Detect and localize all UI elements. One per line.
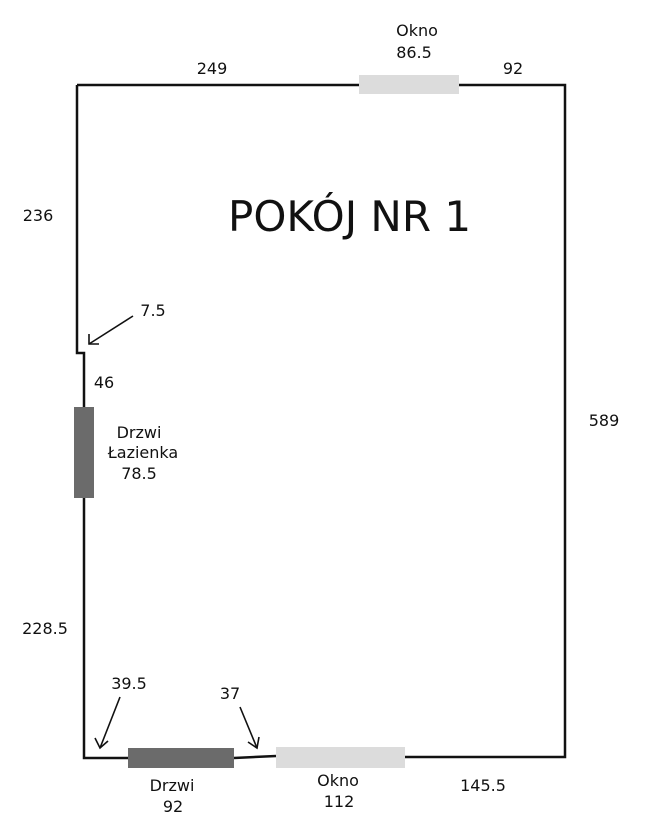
top-window-width: 86.5	[396, 43, 432, 62]
top-window	[359, 75, 459, 94]
room-outline-wall	[75, 85, 86, 408]
bottom-window-name: Okno	[317, 771, 359, 790]
entrance-door	[128, 748, 234, 768]
bathroom-door	[74, 407, 94, 498]
bathroom-door-width: 78.5	[121, 464, 157, 483]
top-left-length: 249	[197, 59, 228, 78]
bathroom-door-label-line2: Łazienka	[107, 443, 178, 462]
left-lower-wall	[82, 497, 129, 760]
bottom-wall-between	[233, 754, 277, 760]
bottom-right-length: 145.5	[460, 776, 506, 795]
arrow-corner-gap	[94, 696, 121, 750]
entrance-door-width: 92	[163, 797, 183, 816]
top-right-length: 92	[503, 59, 523, 78]
segment-above-door-length: 46	[94, 373, 114, 392]
arrow-gap-between	[239, 706, 260, 750]
arrow-step-offset	[88, 315, 134, 345]
left-lower-length: 228.5	[22, 619, 68, 638]
step-offset-length: 7.5	[140, 301, 165, 320]
top-window-name: Okno	[396, 21, 438, 40]
left-upper-length: 236	[23, 206, 54, 225]
gap-between-length: 37	[220, 684, 240, 703]
room-title: POKÓJ NR 1	[228, 191, 471, 241]
corner-gap-length: 39.5	[111, 674, 147, 693]
right-wall-length: 589	[589, 411, 620, 430]
bathroom-door-label-line1: Drzwi	[117, 423, 162, 442]
entrance-door-name: Drzwi	[150, 776, 195, 795]
bottom-right-wall	[405, 83, 567, 759]
bottom-window	[276, 747, 405, 768]
bottom-window-width: 112	[324, 792, 355, 811]
